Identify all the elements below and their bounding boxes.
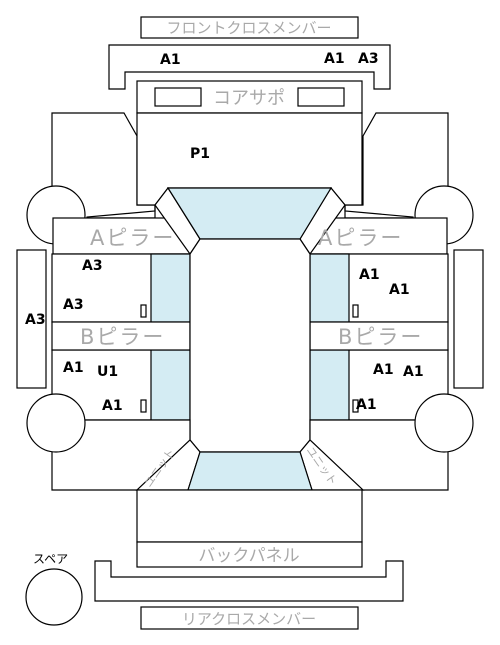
right-front-door-window xyxy=(309,253,350,323)
right-side-outer xyxy=(453,249,484,389)
front-cross-member-box xyxy=(140,16,359,39)
rear-left-tire xyxy=(26,393,86,453)
left-rear-door-window xyxy=(150,349,191,421)
code-left-side-outer: A3 xyxy=(25,312,46,328)
code-left-rear-door-3: A1 xyxy=(102,398,123,414)
code-right-front-door-1: A1 xyxy=(359,267,380,283)
rear-bumper xyxy=(94,560,404,602)
rear-cross-member-label: リアクロスメンバー xyxy=(182,610,316,628)
code-hood: P1 xyxy=(190,146,210,162)
front-cross-member-label: フロントクロスメンバー xyxy=(166,19,331,37)
code-front-member-left: A1 xyxy=(160,52,181,68)
code-left-rear-door-1: A1 xyxy=(63,360,84,376)
front-bumper xyxy=(108,44,391,90)
code-front-member-right-2: A3 xyxy=(358,51,379,67)
code-right-front-door-2: A1 xyxy=(389,282,410,298)
rear-window xyxy=(187,451,313,491)
code-left-front-door-2: A3 xyxy=(63,297,84,313)
right-a-pillar-label: Aピラー xyxy=(318,226,403,250)
code-right-rear-door-1: A1 xyxy=(373,362,394,378)
code-left-front-door-1: A3 xyxy=(82,258,103,274)
spare-label: スペア xyxy=(33,552,68,566)
code-front-member-right-1: A1 xyxy=(324,51,345,67)
right-rear-door-window xyxy=(309,349,350,421)
right-b-pillar xyxy=(309,321,449,351)
spare-tire xyxy=(25,568,83,626)
code-right-rear-door-3: A1 xyxy=(356,397,377,413)
core-support-right-box xyxy=(297,87,345,107)
left-rear-door-handle xyxy=(140,399,147,413)
left-side-outer xyxy=(16,249,47,389)
right-b-pillar-label: Bピラー xyxy=(338,325,423,349)
left-front-door-window xyxy=(150,253,191,323)
code-left-rear-door-2: U1 xyxy=(97,364,118,380)
trunk-lid xyxy=(136,489,363,543)
back-panel-label: バックパネル xyxy=(198,546,299,566)
roof xyxy=(189,238,311,453)
right-a-pillar xyxy=(309,217,448,255)
rear-right-tire xyxy=(414,393,474,453)
rear-cross-member-box xyxy=(140,606,359,630)
left-a-pillar-label: Aピラー xyxy=(90,226,175,250)
back-panel xyxy=(136,541,363,568)
core-support-left-box xyxy=(154,87,202,107)
left-front-door-handle xyxy=(140,304,147,318)
right-rear-door-handle xyxy=(352,399,359,413)
left-b-pillar-label: Bピラー xyxy=(80,325,165,349)
right-front-door-handle xyxy=(352,304,359,318)
core-support-label: コアサポ xyxy=(213,88,285,109)
code-right-rear-door-2: A1 xyxy=(403,364,424,380)
